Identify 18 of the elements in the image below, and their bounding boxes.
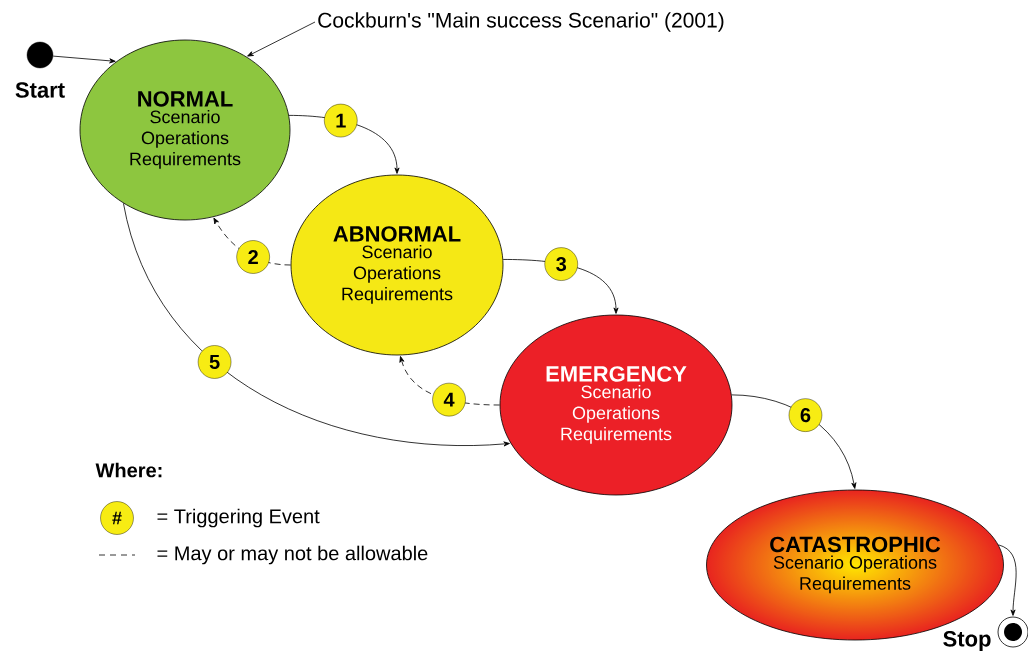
- event-badge: 1: [324, 103, 358, 138]
- event-badge: 5: [197, 345, 232, 379]
- annotation-text: Cockburn's "Main success Scenario" (2001): [318, 12, 724, 32]
- event-badge: 4: [432, 382, 466, 417]
- arrow: [247, 21, 316, 57]
- arrow: [998, 544, 1017, 616]
- event-badge: 3: [544, 247, 578, 281]
- legend-text: = Triggering Event: [157, 508, 320, 528]
- state-caption: Start: [15, 82, 65, 98]
- start-dot: [26, 41, 54, 69]
- end-bullseye: [997, 616, 1028, 648]
- arrow: [123, 203, 510, 447]
- legend-text: = May or may not be allowable: [157, 545, 428, 565]
- arrow: [52, 55, 116, 64]
- event-badge: 6: [788, 398, 823, 432]
- event-badge: #: [100, 501, 134, 535]
- legend-heading: Where:: [95, 462, 162, 478]
- event-badge: 2: [236, 240, 270, 274]
